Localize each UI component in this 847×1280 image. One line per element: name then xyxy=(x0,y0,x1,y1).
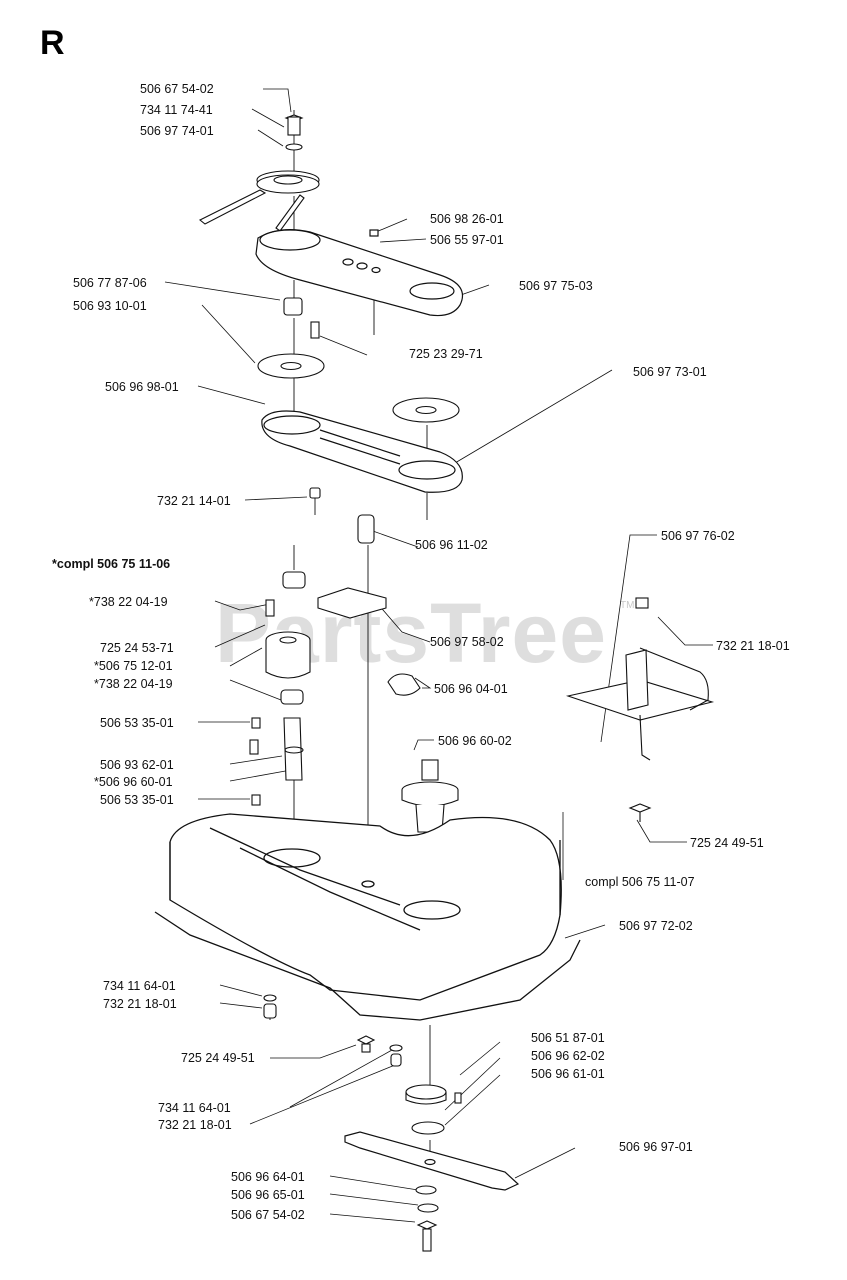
spindle xyxy=(401,759,459,833)
part-label: 725 23 29-71 xyxy=(409,347,483,361)
top-pulley xyxy=(198,114,320,232)
part-label: 506 97 75-03 xyxy=(519,279,593,293)
part-label: 725 24 53-71 xyxy=(100,641,174,655)
part-label: 734 11 64-01 xyxy=(158,1101,231,1115)
part-label: 506 96 98-01 xyxy=(105,380,179,394)
part-label: 506 96 11-02 xyxy=(415,538,488,552)
assembly-label: compl 506 75 11-07 xyxy=(585,875,695,889)
part-label: 506 67 54-02 xyxy=(231,1208,305,1222)
lower-housing xyxy=(261,410,463,493)
cutting-blade xyxy=(344,1131,520,1191)
part-label: 506 97 58-02 xyxy=(430,635,504,649)
lower-hardware xyxy=(263,994,462,1135)
part-label: 734 11 74-41 xyxy=(140,103,213,117)
part-label: 734 11 64-01 xyxy=(103,979,176,993)
part-label: 725 24 49-51 xyxy=(181,1051,255,1065)
part-label: 506 96 65-01 xyxy=(231,1188,305,1202)
part-label: 506 77 87-06 xyxy=(73,276,147,290)
part-label: *506 96 60-01 xyxy=(94,775,173,789)
part-label: 506 53 35-01 xyxy=(100,793,174,807)
part-label: 506 93 62-01 xyxy=(100,758,174,772)
part-label: 732 21 18-01 xyxy=(716,639,790,653)
part-label: 732 21 14-01 xyxy=(157,494,231,508)
section-letter: R xyxy=(40,24,65,62)
part-label: 506 96 61-01 xyxy=(531,1067,605,1081)
part-label: 732 21 18-01 xyxy=(158,1118,232,1132)
part-label: *738 22 04-19 xyxy=(89,595,168,609)
part-label: 506 97 74-01 xyxy=(140,124,214,138)
watermark-trademark: TM xyxy=(620,600,635,611)
part-label: 506 55 97-01 xyxy=(430,233,504,247)
part-label: 506 53 35-01 xyxy=(100,716,174,730)
part-label: 506 51 87-01 xyxy=(531,1031,605,1045)
part-label: 506 93 10-01 xyxy=(73,299,147,313)
bushings xyxy=(249,487,375,806)
spacer-and-disc xyxy=(257,297,460,423)
part-label: 506 96 04-01 xyxy=(434,682,508,696)
idler-bracket xyxy=(565,597,715,822)
part-label: 725 24 49-51 xyxy=(690,836,764,850)
leader-lines xyxy=(164,88,713,1223)
part-label: 506 67 54-02 xyxy=(140,82,214,96)
part-label: 506 96 97-01 xyxy=(619,1140,693,1154)
part-label: 506 96 62-02 xyxy=(531,1049,605,1063)
part-label: 506 96 60-02 xyxy=(438,734,512,748)
part-label: *506 75 12-01 xyxy=(94,659,173,673)
part-label: 506 96 64-01 xyxy=(231,1170,305,1184)
assembly-label: *compl 506 75 11-06 xyxy=(52,557,171,571)
blade-bolt-stack xyxy=(415,1185,439,1252)
part-label: *738 22 04-19 xyxy=(94,677,173,691)
bracket-plate xyxy=(317,587,421,696)
part-label: 506 97 72-02 xyxy=(619,919,693,933)
part-label: 506 97 76-02 xyxy=(661,529,735,543)
part-label: 732 21 18-01 xyxy=(103,997,177,1011)
upper-cover xyxy=(255,228,464,317)
mower-deck xyxy=(154,813,581,1021)
part-label: 506 98 26-01 xyxy=(430,212,504,226)
part-label: 506 97 73-01 xyxy=(633,365,707,379)
